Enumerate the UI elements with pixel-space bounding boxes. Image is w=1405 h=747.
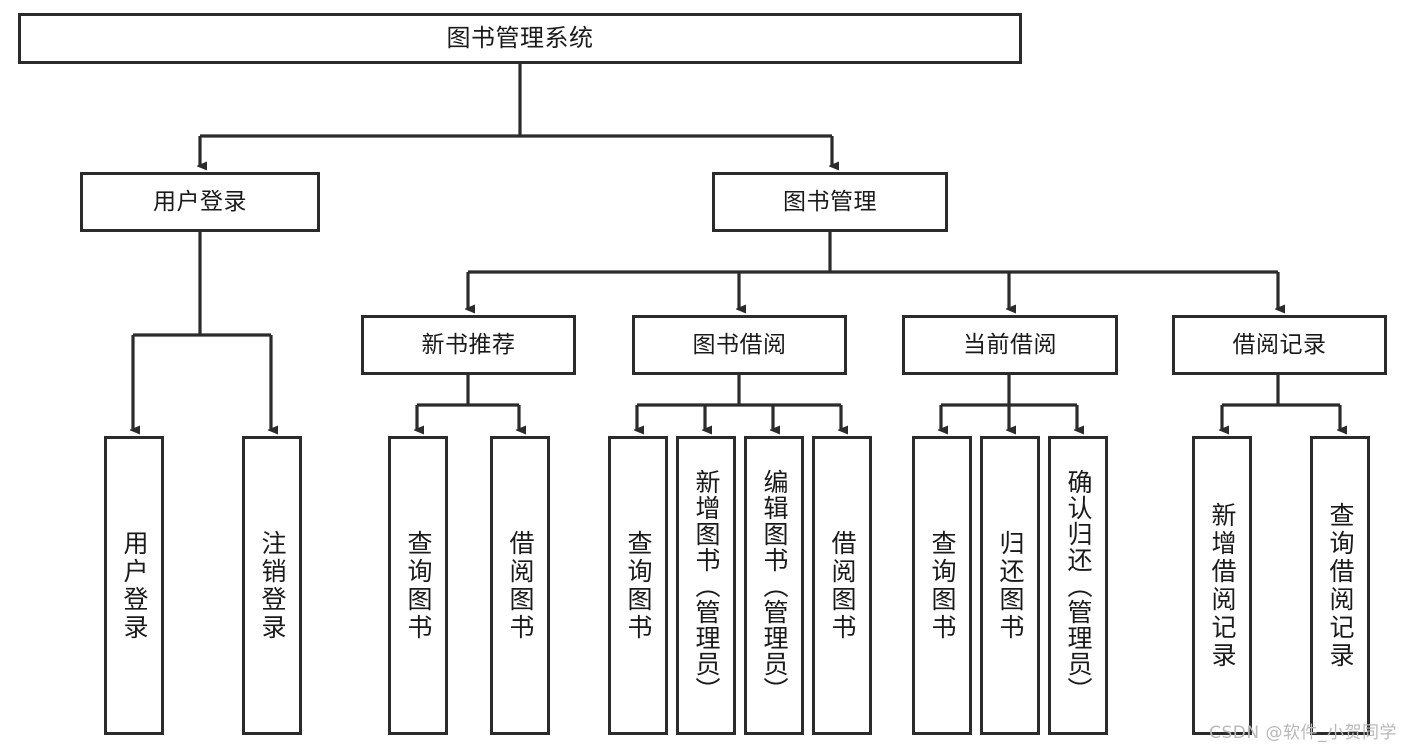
node-label: 编辑图书（管理员） (760, 468, 789, 703)
node-label: 新增借阅记录 (1208, 501, 1237, 670)
leaf-book-borrow-borrow[interactable]: 借阅图书 (812, 436, 872, 735)
node-label: 注销登录 (258, 529, 287, 642)
leaf-current-borrow-query[interactable]: 查询图书 (912, 436, 972, 735)
node-current-borrow[interactable]: 当前借阅 (902, 315, 1118, 375)
leaf-user-login-login[interactable]: 用户登录 (104, 436, 164, 735)
node-label: 借阅图书 (828, 529, 857, 642)
node-label: 查询图书 (624, 529, 653, 642)
node-label: 借阅记录 (1232, 331, 1327, 358)
node-label: 用户登录 (153, 188, 247, 215)
node-label: 查询借阅记录 (1326, 501, 1355, 670)
node-label: 新书推荐 (421, 331, 516, 358)
leaf-book-borrow-edit[interactable]: 编辑图书（管理员） (744, 436, 804, 735)
leaf-borrow-record-query[interactable]: 查询借阅记录 (1310, 436, 1370, 735)
node-label: 查询图书 (928, 529, 957, 642)
node-label: 归还图书 (996, 529, 1025, 642)
node-user-login[interactable]: 用户登录 (80, 172, 320, 232)
node-label: 新增图书（管理员） (692, 468, 721, 703)
node-book-borrow[interactable]: 图书借阅 (632, 315, 847, 375)
node-label: 图书管理 (783, 188, 877, 215)
leaf-book-borrow-query[interactable]: 查询图书 (608, 436, 668, 735)
node-label: 用户登录 (120, 529, 149, 642)
leaf-new-book-query[interactable]: 查询图书 (388, 436, 448, 735)
node-root-system[interactable]: 图书管理系统 (18, 13, 1022, 64)
node-label: 图书借阅 (692, 331, 787, 358)
leaf-current-borrow-return[interactable]: 归还图书 (980, 436, 1040, 735)
node-label: 图书管理系统 (446, 23, 594, 52)
node-label: 当前借阅 (963, 331, 1057, 358)
node-label: 确认归还（管理员） (1064, 468, 1093, 703)
node-label: 借阅图书 (506, 529, 535, 642)
leaf-borrow-record-add[interactable]: 新增借阅记录 (1192, 436, 1252, 735)
node-borrow-record[interactable]: 借阅记录 (1172, 315, 1387, 375)
node-book-management[interactable]: 图书管理 (712, 172, 948, 232)
node-new-book-recommend[interactable]: 新书推荐 (361, 315, 576, 375)
node-label: 查询图书 (404, 529, 433, 642)
leaf-user-login-logout[interactable]: 注销登录 (242, 436, 302, 735)
leaf-book-borrow-add[interactable]: 新增图书（管理员） (676, 436, 736, 735)
leaf-current-borrow-confirm-return[interactable]: 确认归还（管理员） (1048, 436, 1108, 735)
leaf-new-book-borrow[interactable]: 借阅图书 (490, 436, 550, 735)
watermark: CSDN @软件_小贺同学 (1209, 723, 1397, 743)
